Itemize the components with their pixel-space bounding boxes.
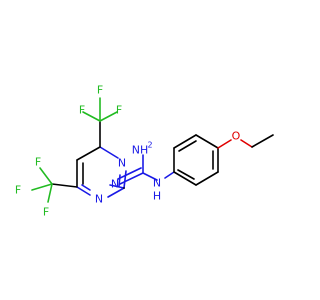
atom-nh2: NH [132, 144, 149, 157]
atom-n-ring-lower: N [95, 193, 103, 206]
ring-bond-n1-c2 [123, 170, 127, 189]
bond-cf3-f2 [99, 111, 118, 122]
bond-cguan-nh [142, 172, 158, 181]
bond-c4-cf3 [51, 183, 78, 188]
atom-f-bot-top: F [35, 156, 41, 169]
atom-f-top-left: F [79, 104, 85, 117]
atom-f-bot-left: F [15, 184, 21, 197]
bond-cf3b-f1 [39, 167, 53, 185]
pyrimidine-ring [76, 146, 127, 198]
bond-nimine-cguan-double [117, 167, 142, 180]
ring-bond-c6-n1 [99, 146, 119, 159]
atom-nh2-subscript: 2 [147, 141, 152, 150]
bond-nh-aryl [164, 171, 175, 179]
molecule-canvas: F F F F F F N N N NH 2 N H O [15, 84, 274, 219]
ethoxy-group [217, 134, 274, 149]
atom-n-ring-upper: N [118, 157, 126, 170]
ring-bond-n3-c4 [76, 186, 91, 196]
ph-bond-6 [173, 171, 197, 186]
atom-nh: N [153, 177, 161, 190]
guanidine [109, 184, 125, 189]
atom-f-top-bottom: F [97, 84, 103, 97]
cf3-bottom [31, 167, 78, 203]
ring-bond-c5-c6 [76, 146, 101, 161]
ph-bond-2-double [178, 140, 197, 152]
ring-bond-n3-c4-double [81, 184, 91, 191]
atom-nh-h: H [153, 190, 161, 203]
atom-f-bot-bottom: F [43, 206, 49, 219]
atom-f-top-right: F [116, 104, 122, 117]
ring-bond-n1-c2-double [118, 174, 121, 187]
ring-bond-c2-n3 [107, 187, 125, 198]
cf3-top [82, 97, 118, 148]
bond-o-ch2 [240, 139, 253, 148]
bond-cf3b-f3 [47, 183, 53, 203]
atom-n-imine: N [111, 178, 119, 191]
atom-labels: F F F F F F N N N NH 2 N H O [15, 84, 241, 219]
ph-bond-3 [195, 134, 219, 149]
bond-ch2-ch3 [251, 134, 274, 148]
structure-diagram: F F F F F F N N N NH 2 N H O [15, 84, 274, 219]
ph-bond-2 [173, 134, 197, 149]
bond-cf3-f1 [82, 111, 101, 122]
phenyl-ring [173, 134, 219, 186]
bond-cf3b-f2 [31, 183, 53, 191]
bond-c2-nimine-stub [109, 184, 125, 189]
bond-aryl-o [217, 139, 232, 149]
atom-o-ether: O [232, 130, 241, 143]
ph-bond-5 [195, 171, 219, 186]
bond-nimine-cguan [119, 172, 144, 185]
ph-bond-6-double [177, 169, 195, 180]
